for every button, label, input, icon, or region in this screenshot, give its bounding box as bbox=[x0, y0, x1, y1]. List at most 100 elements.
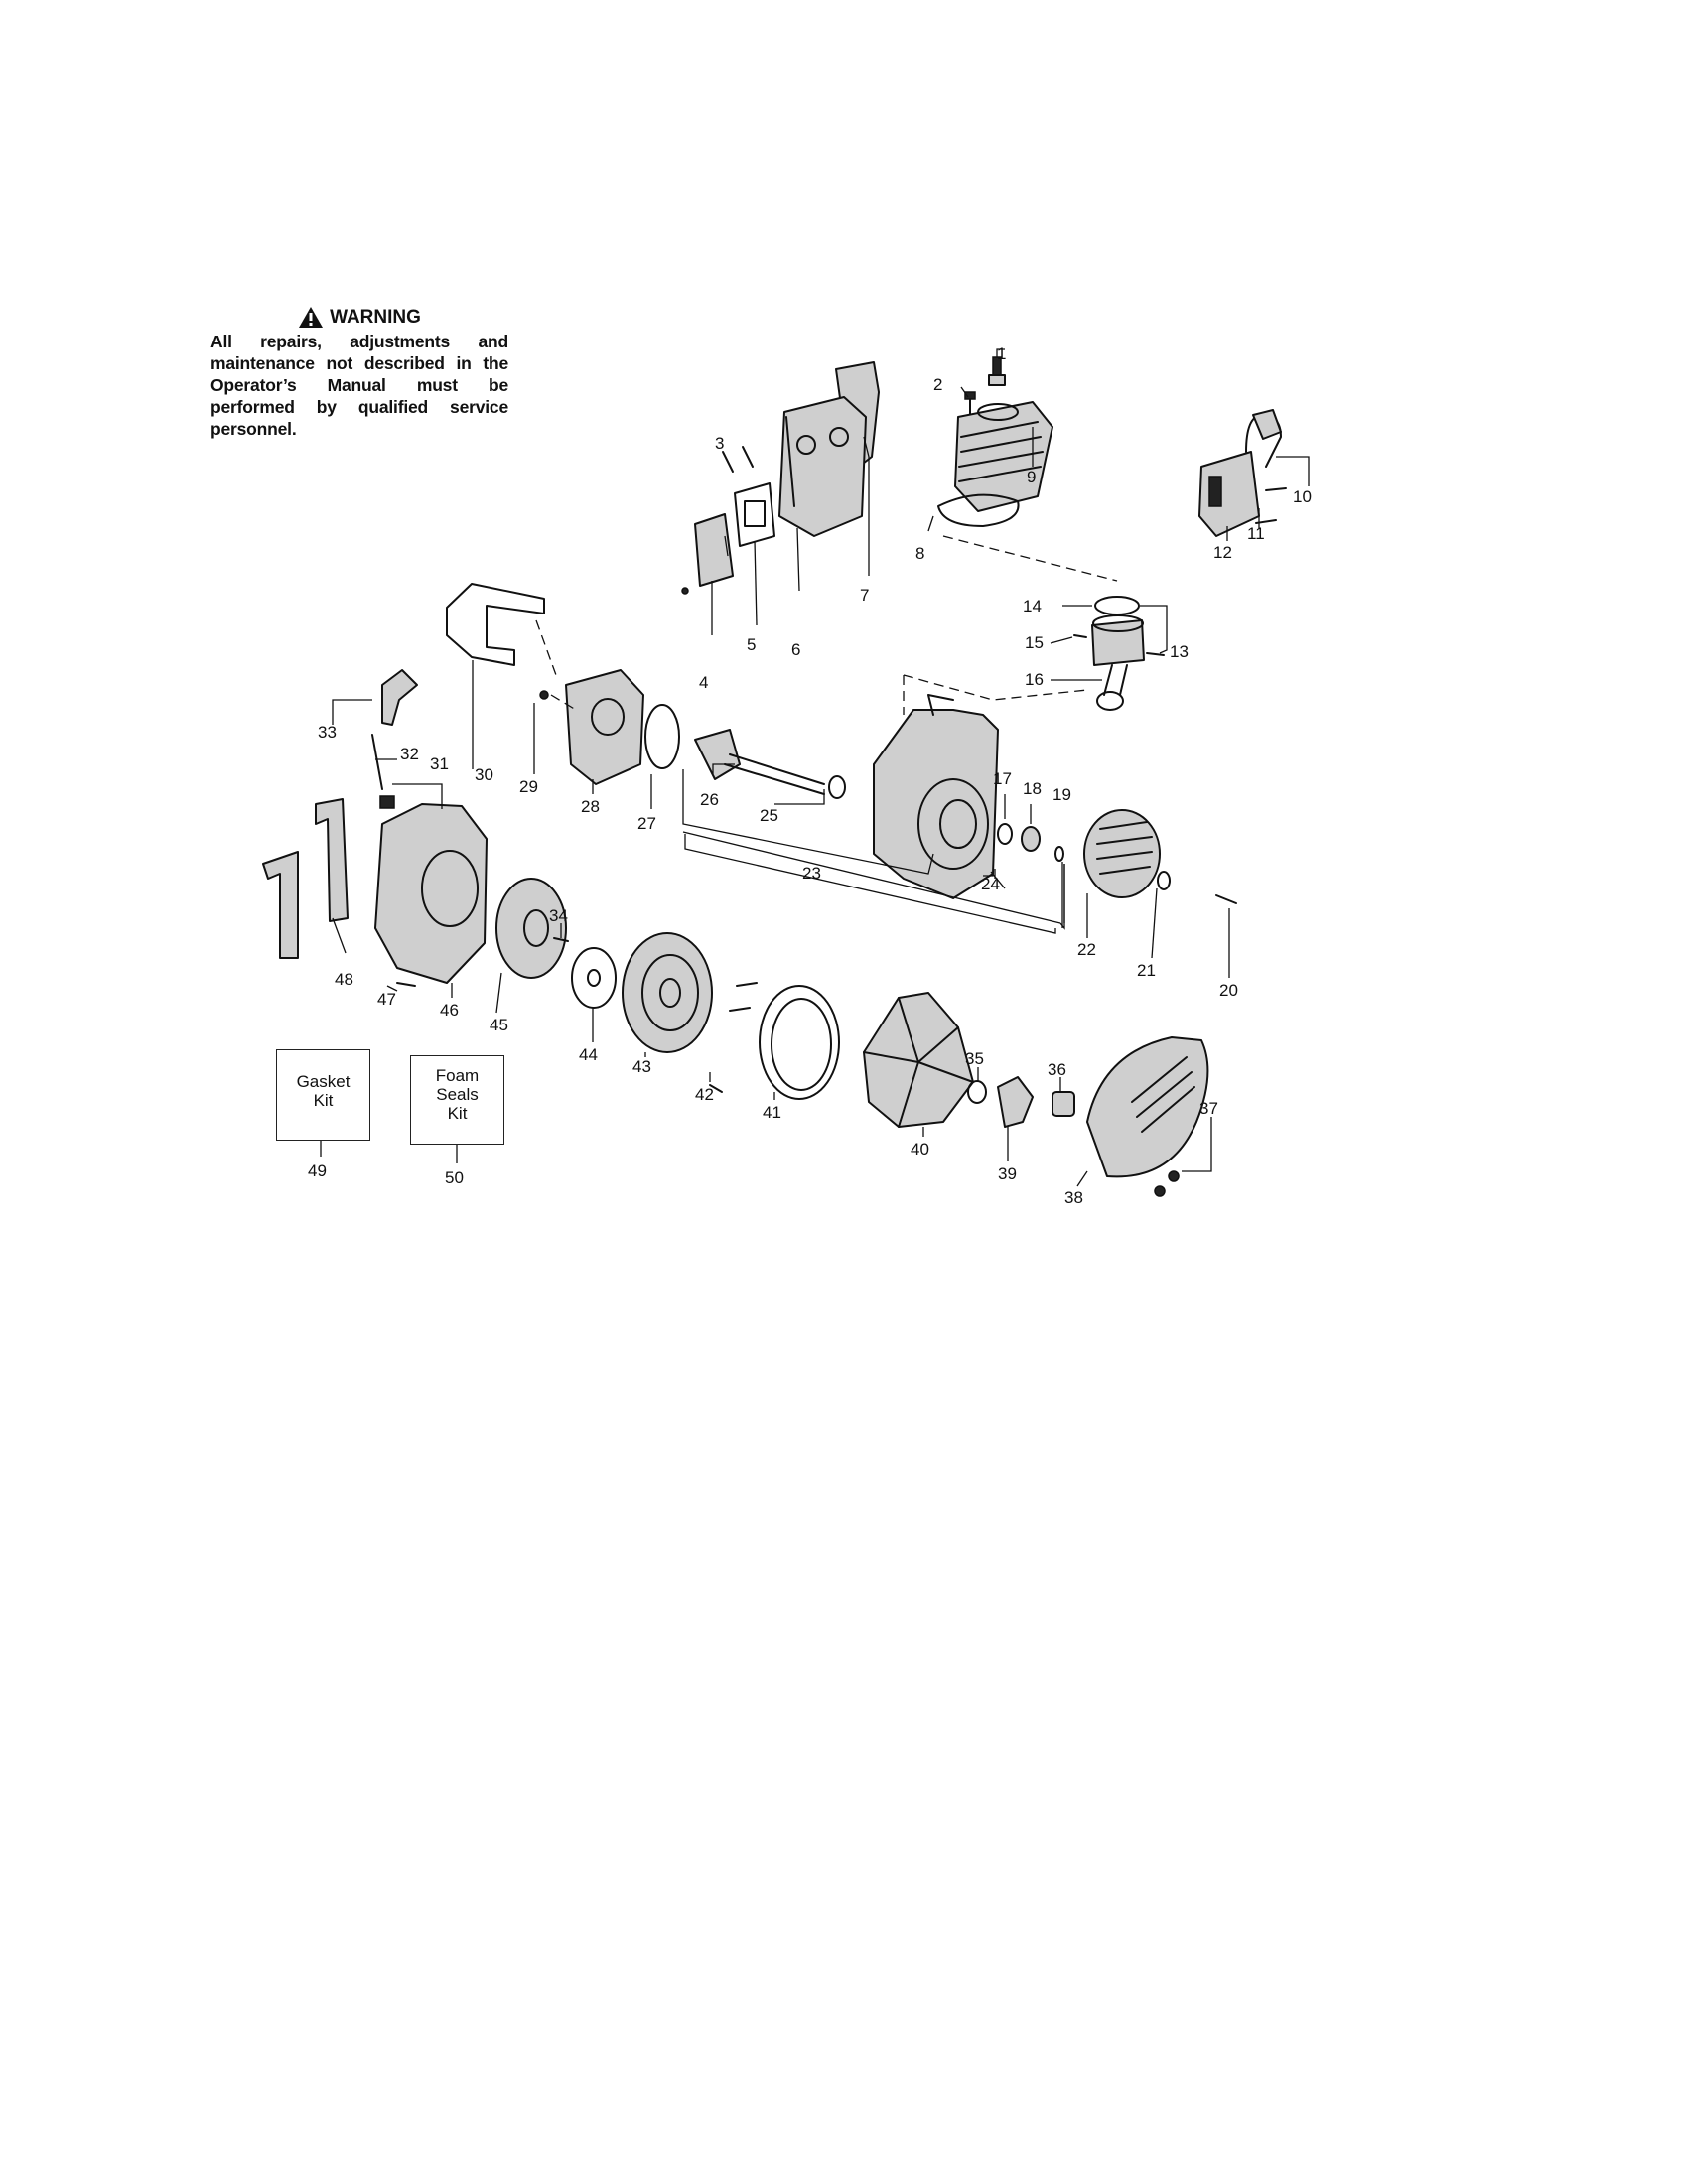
callout-17: 17 bbox=[993, 769, 1012, 788]
callout-11: 11 bbox=[1247, 524, 1265, 543]
callout-18: 18 bbox=[1023, 779, 1042, 798]
part-piston-rod bbox=[1091, 614, 1145, 711]
callout-40: 40 bbox=[911, 1140, 929, 1159]
part-screw-34 bbox=[553, 937, 569, 942]
callout-32: 32 bbox=[400, 745, 419, 763]
part-cover-screws bbox=[1154, 1170, 1180, 1197]
part-spacer-ring bbox=[759, 985, 840, 1100]
callout-numbers: 1 2 3 4 5 6 7 8 9 10 11 12 13 14 15 16 1… bbox=[308, 344, 1312, 1207]
part-screw-47 bbox=[396, 982, 416, 987]
callout-15: 15 bbox=[1025, 633, 1044, 652]
callout-45: 45 bbox=[490, 1016, 508, 1034]
leader-lines bbox=[320, 348, 1310, 1187]
callout-37: 37 bbox=[1199, 1099, 1218, 1118]
callout-4: 4 bbox=[699, 673, 708, 692]
warning-block: WARNING All repairs, adjustments and mai… bbox=[210, 306, 508, 440]
part-muffler-screws bbox=[722, 446, 754, 473]
callout-8: 8 bbox=[915, 544, 924, 563]
part-starter-rope bbox=[371, 734, 383, 790]
callout-29: 29 bbox=[519, 777, 538, 796]
callout-30: 30 bbox=[475, 765, 493, 784]
part-screws-42 bbox=[709, 982, 758, 1093]
part-crankcase bbox=[873, 694, 999, 899]
callout-33: 33 bbox=[318, 723, 337, 742]
callout-27: 27 bbox=[637, 814, 656, 833]
part-flywheel-nut bbox=[1157, 871, 1171, 890]
callout-9: 9 bbox=[1027, 468, 1036, 486]
part-flywheel bbox=[1083, 809, 1161, 898]
warning-heading: WARNING bbox=[210, 306, 508, 329]
part-starter-housing bbox=[622, 932, 713, 1053]
callout-46: 46 bbox=[440, 1001, 459, 1020]
part-piston-ring bbox=[1094, 596, 1140, 615]
part-screw-29 bbox=[539, 690, 549, 700]
callout-48: 48 bbox=[335, 970, 353, 989]
part-crankshaft bbox=[694, 729, 846, 799]
part-starter-pawl bbox=[997, 1076, 1034, 1128]
callout-28: 28 bbox=[581, 797, 600, 816]
part-bearings bbox=[997, 823, 1064, 862]
part-washer-35 bbox=[967, 1080, 987, 1104]
callout-10: 10 bbox=[1293, 487, 1312, 506]
part-ignition-screws bbox=[1255, 487, 1287, 524]
callout-24: 24 bbox=[981, 875, 1000, 893]
part-key bbox=[1215, 894, 1237, 904]
callout-2: 2 bbox=[933, 375, 942, 394]
callout-34: 34 bbox=[549, 906, 568, 925]
callout-49: 49 bbox=[308, 1161, 327, 1180]
callout-38: 38 bbox=[1064, 1188, 1083, 1207]
callout-43: 43 bbox=[632, 1057, 651, 1076]
gasket-kit-box: Gasket Kit bbox=[276, 1049, 370, 1141]
part-intake-adapter bbox=[565, 669, 644, 785]
part-spark-arrestor bbox=[681, 513, 734, 595]
part-blower-housing bbox=[374, 803, 488, 984]
foam-seals-kit-label: Foam Seals Kit bbox=[435, 1066, 480, 1123]
callout-5: 5 bbox=[747, 635, 756, 654]
part-cylinder-gasket bbox=[937, 493, 1020, 527]
part-muffler bbox=[778, 396, 867, 537]
warning-heading-text: WARNING bbox=[330, 306, 421, 328]
part-washer bbox=[571, 947, 617, 1009]
foam-seals-kit-box: Foam Seals Kit bbox=[410, 1055, 504, 1145]
gasket-kit-label: Gasket Kit bbox=[296, 1072, 351, 1110]
part-ignition-module bbox=[1198, 409, 1282, 537]
part-muffler-gasket bbox=[734, 482, 775, 547]
callout-47: 47 bbox=[377, 990, 396, 1009]
callout-31: 31 bbox=[430, 754, 449, 773]
callout-1: 1 bbox=[997, 344, 1006, 363]
callout-23: 23 bbox=[802, 864, 821, 883]
callout-3: 3 bbox=[715, 434, 724, 453]
callout-42: 42 bbox=[695, 1085, 714, 1104]
callout-6: 6 bbox=[791, 640, 800, 659]
part-impeller bbox=[863, 992, 974, 1128]
part-rope-bushing bbox=[379, 795, 395, 809]
callout-41: 41 bbox=[763, 1103, 781, 1122]
callout-35: 35 bbox=[965, 1049, 984, 1068]
part-starter-pulley bbox=[495, 878, 567, 979]
callout-26: 26 bbox=[700, 790, 719, 809]
warning-text: All repairs, adjustments and maintenance… bbox=[210, 332, 508, 439]
part-starter-handle bbox=[381, 669, 418, 726]
callout-7: 7 bbox=[860, 586, 869, 605]
callout-22: 22 bbox=[1077, 940, 1096, 959]
callout-16: 16 bbox=[1025, 670, 1044, 689]
callout-19: 19 bbox=[1052, 785, 1071, 804]
callout-50: 50 bbox=[445, 1168, 464, 1187]
part-frame-tube bbox=[446, 583, 545, 666]
callout-14: 14 bbox=[1023, 597, 1042, 615]
callout-21: 21 bbox=[1137, 961, 1156, 980]
part-o-ring bbox=[644, 704, 680, 769]
callout-13: 13 bbox=[1170, 642, 1189, 661]
part-bushing-36 bbox=[1052, 1091, 1075, 1117]
warning-triangle-icon bbox=[299, 307, 324, 328]
callout-36: 36 bbox=[1048, 1060, 1066, 1079]
part-piston-pin bbox=[1073, 634, 1165, 656]
callout-44: 44 bbox=[579, 1045, 598, 1064]
callout-39: 39 bbox=[998, 1164, 1017, 1183]
part-cylinder bbox=[954, 401, 1053, 512]
callout-25: 25 bbox=[760, 806, 778, 825]
part-foam-seals bbox=[262, 798, 349, 959]
part-blower-cover bbox=[1086, 1036, 1209, 1178]
callout-12: 12 bbox=[1213, 543, 1232, 562]
